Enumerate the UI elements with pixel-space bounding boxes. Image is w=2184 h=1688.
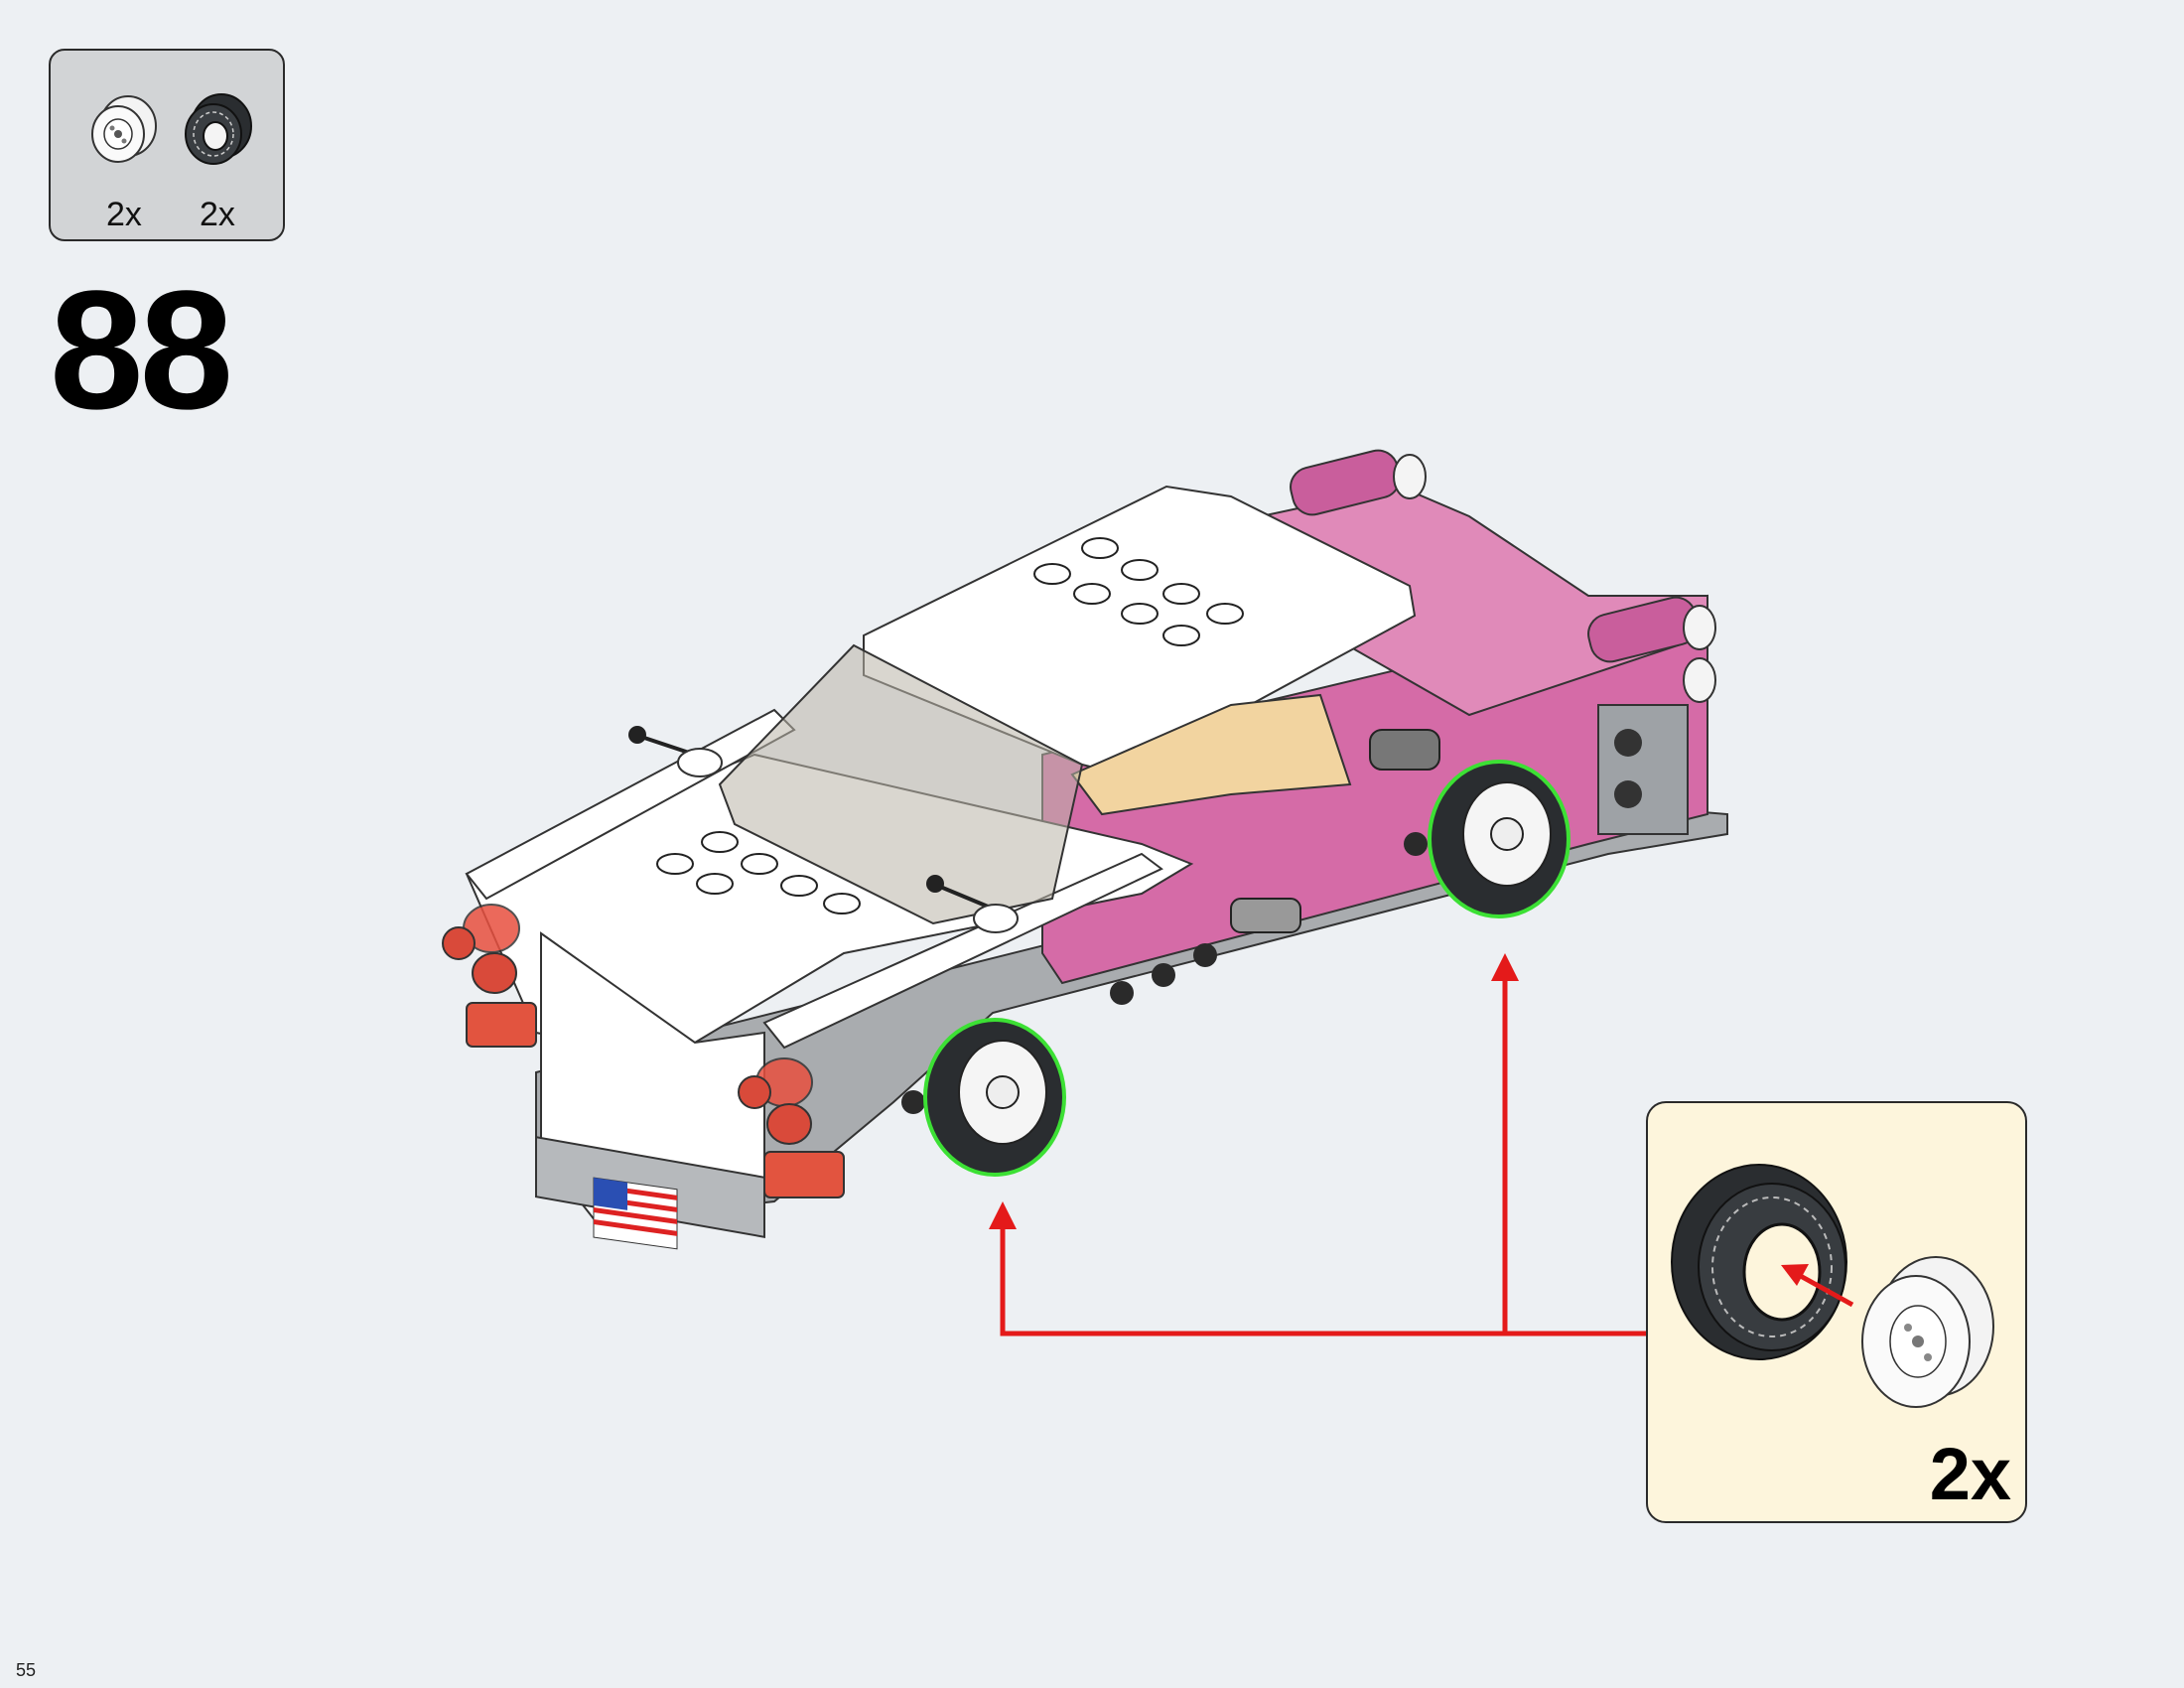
engine-detail <box>1230 729 1440 933</box>
car-interior <box>1070 693 1352 816</box>
rear-wheel <box>1428 760 1570 918</box>
us-flag-decal <box>593 1177 678 1250</box>
assembly-arrows <box>989 953 1646 1336</box>
insert-arrow <box>1781 1264 1854 1308</box>
sub-assembly-callout: 2x <box>1646 1101 2027 1523</box>
wheel-rim-icon <box>1861 1256 1994 1408</box>
step-number: 88 <box>50 256 233 445</box>
car-antenna <box>628 726 723 777</box>
car-rear-block <box>1597 704 1689 835</box>
car-rear-deck <box>1259 485 1708 717</box>
car-windshield <box>718 643 1084 925</box>
tire-icon <box>1671 1164 1847 1360</box>
car-antenna <box>926 875 1019 933</box>
tire-and-rim-assembly <box>1671 1164 1994 1408</box>
page-number: 55 <box>16 1660 37 1680</box>
parts-list-box: 2x 2x <box>49 49 285 241</box>
parts-list-quantity: 2x <box>106 196 142 233</box>
parts-list-item-wheel-rim: 2x <box>78 86 168 233</box>
front-lights-right <box>738 1057 845 1198</box>
wheel-rim-icon <box>91 95 157 163</box>
parts-list-item-tire: 2x <box>172 86 261 233</box>
hood-studs <box>656 831 861 914</box>
front-lights-left <box>442 904 537 1048</box>
front-wheel <box>923 1018 1066 1177</box>
callout-quantity: 2x <box>1929 1433 2011 1515</box>
side-technic-holes <box>901 832 1428 1114</box>
roof-studs <box>1033 537 1244 646</box>
tire-icon <box>185 93 252 165</box>
parts-list-quantity: 2x <box>200 196 235 233</box>
